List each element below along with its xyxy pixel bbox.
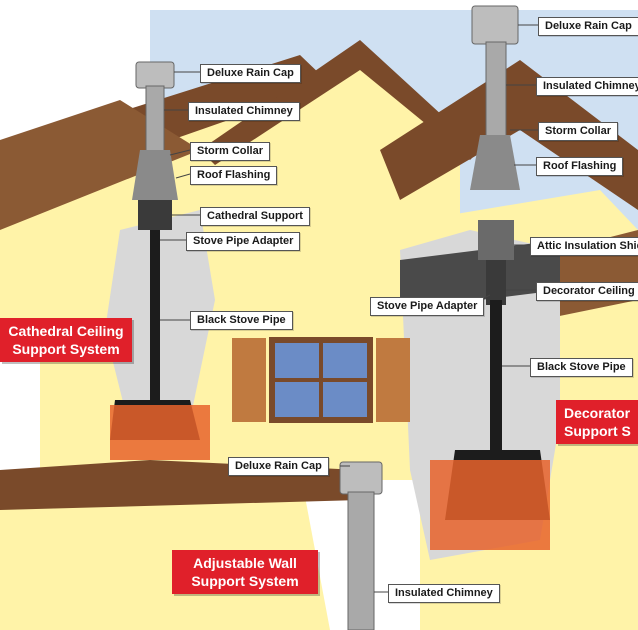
left-chimney-assembly — [110, 61, 210, 460]
badge-decorator-support: Decorator Support S — [556, 400, 638, 444]
label-deluxe-rain-cap-wall: Deluxe Rain Cap — [228, 457, 329, 476]
label-insulated-chimney-left: Insulated Chimney — [188, 102, 300, 121]
wall-chimney-assembly — [339, 461, 383, 630]
label-attic-insulation-shield: Attic Insulation Shiel — [530, 237, 638, 256]
label-deluxe-rain-cap-right: Deluxe Rain Cap — [538, 17, 638, 36]
label-insulated-chimney-right: Insulated Chimney — [536, 77, 638, 96]
badge-line-1: Adjustable Wall — [193, 555, 297, 571]
badge-cathedral-ceiling-support: Cathedral Ceiling Support System — [0, 318, 132, 362]
label-storm-collar-left: Storm Collar — [190, 142, 271, 161]
badge-line-1: Decorator — [564, 405, 631, 421]
label-stove-pipe-adapter-right: Stove Pipe Adapter — [370, 297, 485, 316]
label-black-stove-pipe-right: Black Stove Pipe — [530, 358, 633, 377]
label-roof-flashing-right: Roof Flashing — [536, 157, 624, 176]
badge-line-1: Cathedral Ceiling — [8, 323, 124, 339]
label-storm-collar-right: Storm Collar — [538, 122, 619, 141]
label-roof-flashing-left: Roof Flashing — [190, 166, 278, 185]
label-insulated-chimney-wall: Insulated Chimney — [388, 584, 500, 603]
leader-lines — [160, 24, 538, 593]
label-decorator-ceiling-support: Decorator Ceiling S — [536, 282, 638, 301]
badge-line-2: Support System — [12, 341, 120, 357]
label-black-stove-pipe-left: Black Stove Pipe — [190, 311, 293, 330]
badge-line-2: Support S — [564, 423, 631, 439]
label-deluxe-rain-cap-left: Deluxe Rain Cap — [200, 64, 301, 83]
label-stove-pipe-adapter-left: Stove Pipe Adapter — [186, 232, 301, 251]
window — [232, 337, 410, 423]
right-chimney-assembly — [430, 5, 550, 550]
label-cathedral-support: Cathedral Support — [200, 207, 310, 226]
badge-line-2: Support System — [191, 573, 299, 589]
badge-adjustable-wall-support: Adjustable Wall Support System — [172, 550, 318, 594]
